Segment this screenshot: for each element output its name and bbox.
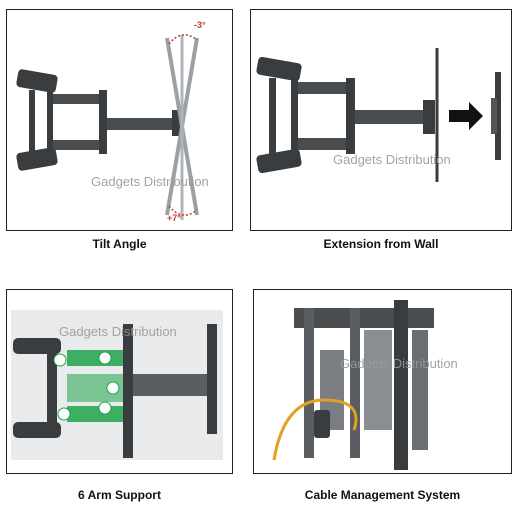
watermark: Gadgets Distribution — [59, 324, 177, 339]
tilt-down-label: +7° — [167, 213, 181, 223]
watermark: Gadgets Distribution — [340, 356, 458, 371]
arm-support-illustration — [11, 310, 223, 460]
watermark: Gadgets Distribution — [91, 174, 209, 189]
extension-caption: Extension from Wall — [323, 237, 439, 251]
watermark: Gadgets Distribution — [333, 152, 451, 167]
tilt-angle-panel: -3° +7° Gadgets Distribution — [6, 9, 233, 231]
arm-support-caption: 6 Arm Support — [78, 488, 161, 502]
extension-panel: Gadgets Distribution — [250, 9, 512, 231]
cable-management-caption: Cable Management System — [304, 488, 461, 502]
tilt-angle-caption: Tilt Angle — [92, 237, 147, 251]
extension-mount-illustration — [256, 48, 501, 182]
tilt-up-label: -3° — [194, 20, 206, 30]
arm-support-panel: Gadgets Distribution — [6, 289, 233, 474]
cable-management-illustration — [272, 300, 434, 470]
tilt-mount-illustration — [16, 34, 199, 220]
cable-management-panel: Gadgets Distribution — [253, 289, 512, 474]
